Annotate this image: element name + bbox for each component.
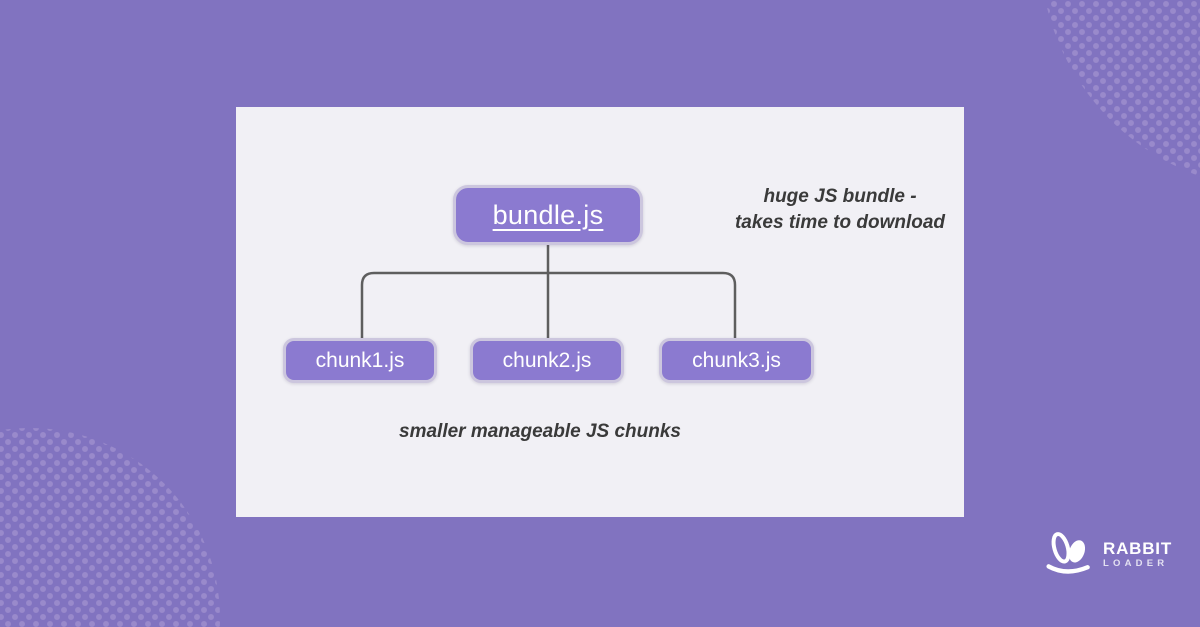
bundle-label: bundle.js xyxy=(492,199,604,230)
annotation-line-2: takes time to download xyxy=(734,212,946,233)
bundle-node: bundle.js xyxy=(453,185,643,245)
rabbit-loader-logo: RABBIT LOADER xyxy=(1042,531,1172,577)
annotation-huge-bundle: huge JS bundle - takes time to download xyxy=(690,184,990,236)
logo-brand-text: RABBIT xyxy=(1103,538,1173,558)
dot-pattern-bottom-left xyxy=(0,428,220,627)
connector-lines xyxy=(360,245,737,338)
logo-wordmark: RABBIT LOADER xyxy=(1103,539,1172,570)
annotation-smaller-chunks: smaller manageable JS chunks xyxy=(399,421,681,442)
rabbit-ears-icon xyxy=(1046,532,1090,574)
diagram-card: bundle.js huge JS bundle - takes time to… xyxy=(236,107,964,517)
logo-sub-text: LOADER xyxy=(1103,557,1169,569)
chunk3-label: chunk3.js xyxy=(692,348,781,372)
annotation-line-1: huge JS bundle - xyxy=(763,186,917,207)
dot-pattern-top-right xyxy=(1040,0,1200,190)
chunk1-label: chunk1.js xyxy=(315,348,405,372)
chunk1-node: chunk1.js xyxy=(283,338,437,383)
chunk2-node: chunk2.js xyxy=(470,338,624,383)
chunk3-node: chunk3.js xyxy=(659,338,814,383)
chunk2-label: chunk2.js xyxy=(502,348,592,372)
